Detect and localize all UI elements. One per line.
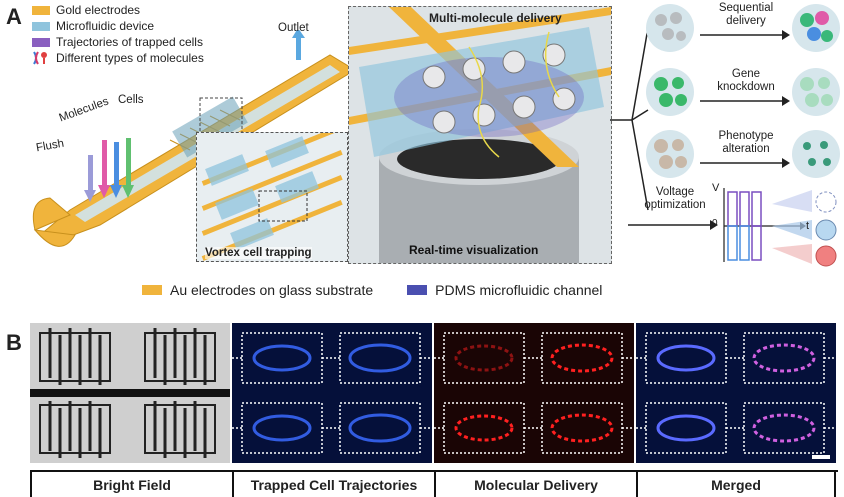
channel-swatch — [32, 21, 50, 31]
outcome-line: Sequential — [718, 2, 774, 14]
legend-item-gold: Gold electrodes — [32, 2, 204, 18]
trajectories-image — [232, 323, 432, 463]
outcome-line: delivery — [726, 15, 766, 27]
outcome-line: knockdown — [717, 81, 775, 93]
electrode-array — [201, 133, 343, 261]
legend-label: Gold electrodes — [56, 3, 141, 17]
voltage-waveform — [723, 188, 837, 267]
trajectory-swatch — [32, 37, 50, 47]
dish-after-3 — [792, 130, 840, 178]
legend-label: Different types of molecules — [56, 51, 204, 65]
panel-a-label: A — [6, 4, 22, 29]
panel-b-label: B — [6, 330, 22, 355]
dish-before-2 — [646, 68, 694, 116]
label-merged: Merged — [636, 472, 836, 497]
merged-image — [636, 323, 836, 463]
legend-item-molecules: Different types of molecules — [32, 50, 204, 66]
dna-molecule-icon — [33, 51, 47, 65]
branch-connector — [610, 27, 649, 211]
arrow-icon — [700, 96, 790, 106]
visualization-title: Real-time visualization — [409, 243, 539, 257]
voltage-line: Voltage — [655, 186, 695, 198]
label-trajectories: Trapped Cell Trajectories — [232, 472, 434, 497]
legend: Gold electrodes Microfluidic device Traj… — [32, 2, 204, 66]
arrow-icon — [700, 158, 790, 168]
dish-before-1 — [646, 4, 694, 52]
cells-label: Cells — [118, 94, 144, 106]
scale-bar — [812, 455, 830, 459]
outcome-line: alteration — [722, 143, 770, 155]
footer-rule — [30, 470, 838, 472]
axis-zero-label: 0 — [712, 218, 718, 229]
legend-label: PDMS microfluidic channel — [435, 282, 603, 298]
dish-after-1 — [792, 4, 840, 52]
legend-item-trajectories: Trajectories of trapped cells — [32, 34, 204, 50]
legend-label: Trajectories of trapped cells — [56, 35, 203, 49]
outcome-line: Gene — [731, 68, 761, 80]
delivery-panel: Multi-molecule delivery Real-time visual… — [348, 6, 612, 264]
molecular-delivery-image — [434, 323, 634, 463]
voltage-line: optimization — [644, 199, 706, 211]
arrow-icon — [700, 30, 790, 40]
legend-item-microfluidic: Microfluidic device — [32, 18, 204, 34]
delivery-title: Multi-molecule delivery — [429, 11, 562, 25]
bottom-legend: Au electrodes on glass substrate PDMS mi… — [142, 282, 602, 298]
label-bright-field: Bright Field — [30, 472, 232, 497]
pdms-swatch — [407, 285, 428, 295]
gold-swatch — [32, 5, 50, 15]
dish-before-3 — [646, 130, 694, 178]
legend-label: Microfluidic device — [56, 19, 155, 33]
bright-field-image — [30, 323, 230, 463]
axis-t-label: t — [806, 220, 810, 232]
label-molecular-delivery: Molecular Delivery — [434, 472, 636, 497]
legend-label: Au electrodes on glass substrate — [170, 282, 374, 298]
vortex-inset: Vortex cell trapping — [196, 132, 348, 262]
gold-swatch — [142, 285, 162, 295]
vortex-title: Vortex cell trapping — [205, 247, 312, 259]
arrow-icon — [628, 220, 718, 230]
dish-after-2 — [792, 68, 840, 116]
delivery-illustration — [349, 7, 611, 263]
outcome-line: Phenotype — [718, 130, 774, 142]
outlet-label: Outlet — [278, 22, 309, 34]
axis-v-label: V — [712, 182, 720, 194]
